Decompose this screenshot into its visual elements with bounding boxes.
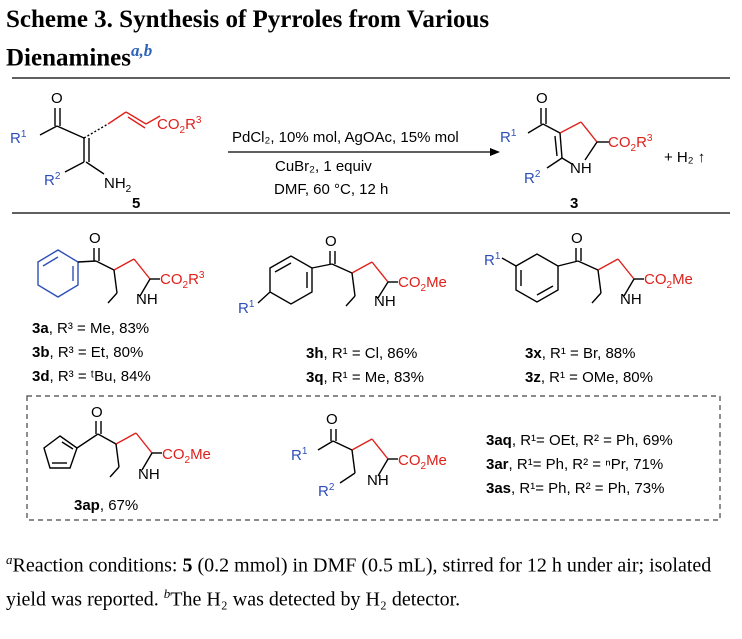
ester-3aq: CO2Me	[398, 452, 447, 472]
reagent-line-1: PdCl₂, 10% mol, AgOAc, 15% mol	[232, 129, 459, 146]
scheme-title-line1: Scheme 3. Synthesis of Pyrroles from Var…	[6, 6, 490, 33]
o-3h: O	[325, 233, 337, 250]
label-3ap: 3ap, 67%	[74, 497, 138, 514]
label-3as: 3as, R¹= Ph, R² = Ph, 73%	[486, 480, 664, 497]
reagent-line-3: DMF, 60 °C, 12 h	[274, 181, 388, 198]
id-3as: 3as	[486, 480, 511, 497]
desc-3z: , R¹ = OMe, 80%	[541, 369, 653, 386]
footnote: aReaction conditions: 5 (0.2 mmol) in DM…	[6, 546, 738, 613]
label-3aq: 3aq, R¹= OEt, R² = Ph, 69%	[486, 432, 673, 449]
label-3ar: 3ar, R¹= Ph, R² = ⁿPr, 71%	[486, 456, 663, 473]
product-oxygen: O	[536, 90, 548, 107]
label-3b: 3b, R³ = Et, 80%	[32, 344, 143, 361]
label-3a: 3a, R³ = Me, 83%	[32, 320, 149, 337]
oxygen-atom: O	[51, 90, 63, 107]
id-3x: 3x	[525, 345, 542, 362]
id-3z: 3z	[525, 369, 541, 386]
nh-3ap: NH	[138, 466, 160, 483]
footnote-b-mark: b	[163, 585, 171, 601]
product-ester: CO2R3	[608, 133, 653, 154]
o-3aq: O	[326, 411, 338, 428]
r2-3aq: R2	[318, 482, 335, 500]
product-r2: R2	[524, 169, 541, 187]
ester-3ap: CO2Me	[162, 446, 211, 466]
title-superscript: a,b	[131, 41, 153, 60]
nh-3x: NH	[620, 291, 642, 308]
ester-3h: CO2Me	[398, 274, 447, 294]
id-3a: 3a	[32, 320, 49, 337]
desc-3ap: , 67%	[100, 497, 138, 514]
reagent-line-2: CuBr₂, 1 equiv	[275, 158, 372, 175]
id-3aq: 3aq	[486, 432, 512, 449]
structure-3a: O NH CO2R3	[37, 230, 205, 308]
id-3h: 3h	[306, 345, 324, 362]
id-3ar: 3ar	[486, 456, 509, 473]
scheme-title: Scheme 3. Synthesis of Pyrroles from Var…	[6, 4, 726, 73]
ester-3x: CO2Me	[644, 271, 693, 291]
r1-3aq: R1	[291, 446, 308, 464]
r1-label: R1	[10, 129, 27, 147]
o-3x: O	[571, 230, 583, 247]
product-nh: NH	[570, 160, 592, 177]
structure-3h-3q: O R1 NH CO2Me	[238, 233, 447, 317]
footnote-a-text-1: Reaction conditions:	[12, 554, 183, 577]
footnote-a-text-2: (0.2 mmol) in DMF (0.5 mL), stirred for …	[6, 554, 712, 611]
desc-3d: , R³ = ᵗBu, 84%	[50, 368, 151, 385]
label-3d: 3d, R³ = ᵗBu, 84%	[32, 368, 151, 385]
dashed-box	[26, 395, 721, 521]
label-3q: 3q, R¹ = Me, 83%	[306, 369, 424, 386]
structure-3x-3z: O R1 NH CO2Me	[484, 230, 693, 308]
footnote-a-bold: 5	[182, 554, 193, 577]
label-3h: 3h, R¹ = Cl, 86%	[306, 345, 417, 362]
desc-3q: , R¹ = Me, 83%	[324, 369, 424, 386]
scheme-title-line2: Dienamines	[6, 44, 131, 72]
o-3ap: O	[91, 404, 103, 421]
dienamine-structure: O R1 R2 NH2 CO2R3 5	[10, 90, 202, 212]
footnote-b-text: The H₂ was detected by H₂ detector.	[170, 588, 461, 611]
id-3b: 3b	[32, 344, 50, 361]
desc-3a: , R³ = Me, 83%	[49, 320, 149, 337]
footnote-a-mark: a	[6, 552, 13, 567]
ester-label: CO2R3	[157, 115, 202, 136]
desc-3ar: , R¹= Ph, R² = ⁿPr, 71%	[509, 456, 664, 473]
r1-3x: R1	[484, 251, 501, 269]
hydrogen-byproduct: + H₂ ↑	[664, 149, 705, 166]
desc-3x: , R¹ = Br, 88%	[542, 345, 636, 362]
ester-3a: CO2R3	[160, 270, 205, 291]
product-r1: R1	[500, 128, 517, 146]
nh-3aq: NH	[367, 472, 389, 489]
id-3q: 3q	[306, 369, 324, 386]
desc-3aq: , R¹= OEt, R² = Ph, 69%	[512, 432, 673, 449]
id-3ap: 3ap	[74, 497, 100, 514]
nh-3a: NH	[136, 291, 158, 308]
desc-3h: , R¹ = Cl, 86%	[324, 345, 418, 362]
structure-3aq-3as: O R1 R2 NH CO2Me	[291, 411, 447, 500]
label-3z: 3z, R¹ = OMe, 80%	[525, 369, 653, 386]
r1-3h: R1	[238, 299, 255, 317]
compound-5-label: 5	[132, 195, 140, 212]
desc-3b: , R³ = Et, 80%	[50, 344, 144, 361]
arrow-head-icon	[490, 148, 500, 156]
pyrrole-product-structure: O R1 NH R2 CO2R3 + H₂ ↑ 3	[500, 90, 705, 212]
nh-3h: NH	[374, 293, 396, 310]
reaction-scheme: O R1 R2 NH2 CO2R3 5 PdCl₂, 10% mol, AgOA…	[10, 77, 730, 521]
compound-3-label: 3	[570, 195, 578, 212]
o-3a: O	[89, 230, 101, 247]
label-3x: 3x, R¹ = Br, 88%	[525, 345, 635, 362]
nh2-label: NH2	[104, 175, 132, 195]
structure-3ap: O NH CO2Me	[43, 404, 211, 483]
desc-3as: , R¹= Ph, R² = Ph, 73%	[511, 480, 664, 497]
r2-label: R2	[44, 171, 61, 189]
id-3d: 3d	[32, 368, 50, 385]
